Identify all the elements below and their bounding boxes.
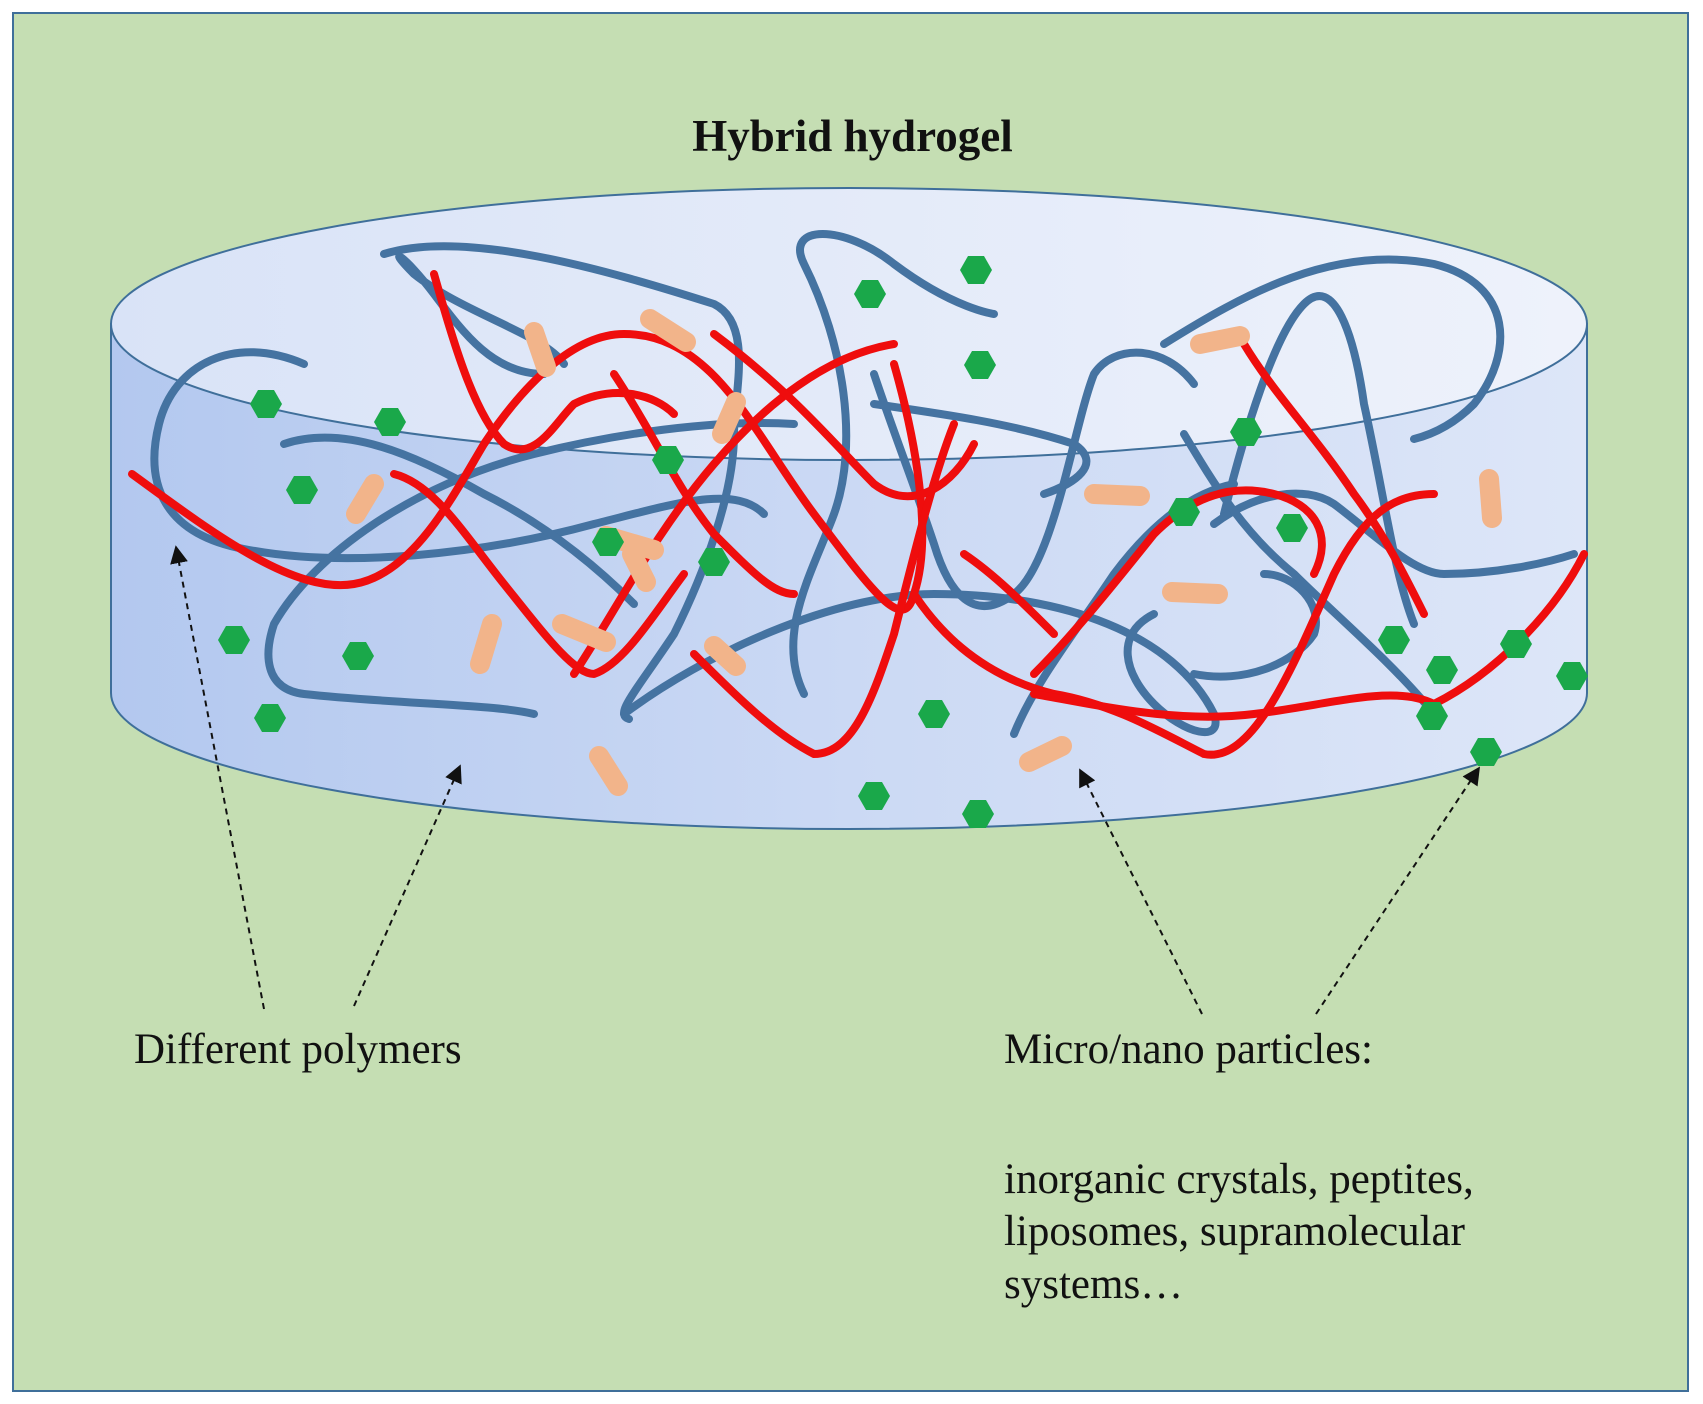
hexagon-particle bbox=[1378, 626, 1410, 654]
red-polymer-chain bbox=[910, 490, 1438, 759]
blue-polymer-chain bbox=[870, 400, 1091, 498]
hexagon-particle bbox=[374, 408, 406, 436]
hexagon-particle bbox=[918, 700, 950, 728]
hexagon-particle bbox=[854, 280, 886, 308]
arrow-polymer-red bbox=[170, 545, 265, 1010]
red-polymer-chains bbox=[128, 270, 1588, 759]
hexagon-particle bbox=[342, 642, 374, 670]
hexagon-particle bbox=[964, 351, 996, 379]
rod-particle bbox=[712, 392, 746, 444]
hexagon-particle bbox=[1168, 498, 1200, 526]
blue-polymer-chain bbox=[150, 348, 768, 563]
rod-particle bbox=[1019, 736, 1072, 772]
hexagon-particle bbox=[858, 782, 890, 810]
blue-polymer-chain bbox=[1180, 430, 1438, 718]
blue-polymer-chain bbox=[395, 252, 568, 378]
rod-particle bbox=[470, 614, 502, 674]
red-polymer-chain bbox=[610, 370, 798, 598]
figure-frame: Hybrid hydrogel Different polymers Micro… bbox=[12, 12, 1689, 1392]
rod-particle bbox=[552, 614, 616, 652]
arrow-particle-rod bbox=[1079, 768, 1203, 1015]
hexagon-particle bbox=[1416, 702, 1448, 730]
rod-particle bbox=[1162, 582, 1228, 604]
rod-particle bbox=[622, 544, 656, 592]
rod-particle bbox=[346, 474, 384, 524]
hexagon-particle bbox=[592, 528, 624, 556]
rod-particle bbox=[524, 322, 556, 377]
blue-polymer-chain bbox=[789, 230, 998, 698]
particles-heading: Micro/nano particles: bbox=[1004, 1026, 1373, 1073]
hexagon-particle bbox=[286, 476, 318, 504]
rod-particle bbox=[1084, 484, 1150, 506]
arrow-particle-hexagon bbox=[1315, 766, 1480, 1015]
red-polymer-chain bbox=[1030, 486, 1326, 678]
particles-list: inorganic crystals, peptites, liposomes,… bbox=[1004, 1156, 1474, 1308]
hexagon-particle bbox=[1276, 514, 1308, 542]
hexagon-particle bbox=[698, 548, 730, 576]
hexagon-particle bbox=[250, 390, 282, 418]
blue-polymer-chain bbox=[620, 590, 1220, 736]
blue-polymer-chain bbox=[1220, 292, 1418, 628]
pointer-arrows bbox=[170, 545, 1480, 1015]
rod-particle bbox=[640, 309, 696, 352]
red-polymer-chain bbox=[690, 420, 958, 758]
red-polymer-chain bbox=[710, 330, 978, 501]
rod-particles bbox=[346, 309, 1502, 796]
hexagon-particle bbox=[218, 626, 250, 654]
blue-polymer-chain bbox=[1160, 255, 1505, 443]
hexagon-particle bbox=[1500, 630, 1532, 658]
blue-polymer-chain bbox=[1190, 570, 1320, 681]
hexagon-particle bbox=[652, 446, 684, 474]
hexagon-particle bbox=[254, 704, 286, 732]
blue-polymer-chain bbox=[264, 419, 798, 718]
hexagon-particles bbox=[218, 256, 1588, 828]
red-polymer-chain bbox=[570, 340, 898, 678]
hexagon-particle bbox=[960, 256, 992, 284]
hexagon-particle bbox=[1230, 418, 1262, 446]
hexagon-particle bbox=[1470, 738, 1502, 766]
rod-particle bbox=[1479, 469, 1502, 528]
hexagon-particle bbox=[1556, 662, 1588, 690]
red-polymer-chain bbox=[1030, 690, 1438, 721]
rod-particle bbox=[1190, 326, 1250, 354]
diagram-title: Hybrid hydrogel bbox=[692, 111, 1013, 161]
hexagon-particle bbox=[1426, 656, 1458, 684]
rod-particle bbox=[589, 746, 628, 796]
polymers-label: Different polymers bbox=[134, 1026, 462, 1073]
red-polymer-chain bbox=[1240, 340, 1428, 618]
red-polymer-chain bbox=[960, 550, 1058, 638]
hydrogel-diagram bbox=[14, 14, 1687, 1390]
hexagon-particle bbox=[962, 800, 994, 828]
blue-polymer-chain bbox=[280, 433, 638, 608]
rod-particle bbox=[704, 636, 746, 676]
red-polymer-chain bbox=[390, 470, 688, 678]
